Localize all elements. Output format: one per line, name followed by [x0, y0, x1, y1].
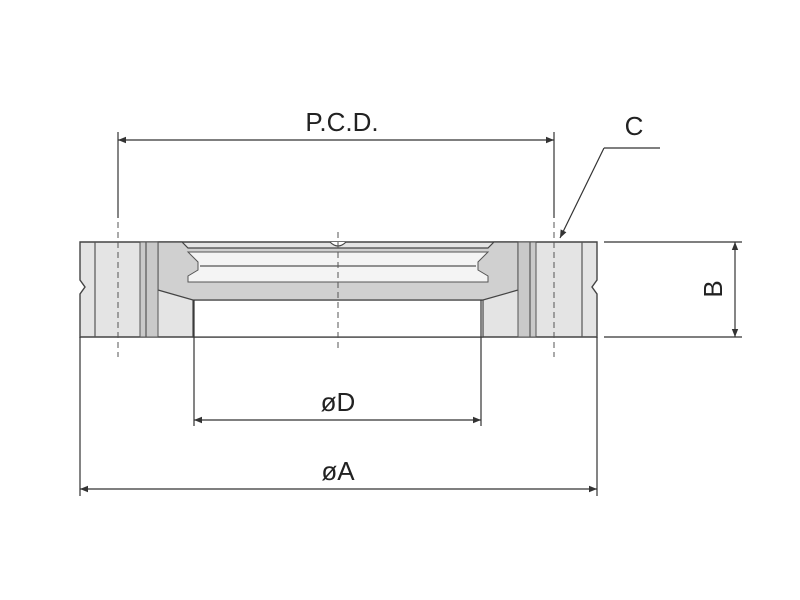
flange-body	[79, 241, 598, 338]
dimension-d: øD	[194, 387, 481, 424]
dimension-c: C	[559, 111, 660, 239]
dimension-pcd: P.C.D.	[118, 107, 554, 144]
d-label: øD	[321, 387, 356, 417]
c-leader-line	[559, 147, 605, 239]
dimension-b: B	[698, 242, 739, 337]
c-label: C	[625, 111, 644, 141]
extension-lines	[79, 132, 742, 496]
right-band	[517, 241, 537, 338]
pcd-label: P.C.D.	[305, 107, 378, 137]
left-band	[139, 241, 159, 338]
a-label: øA	[321, 456, 355, 486]
dimension-a: øA	[80, 456, 597, 493]
center-lines	[117, 222, 555, 357]
b-label: B	[698, 280, 728, 297]
